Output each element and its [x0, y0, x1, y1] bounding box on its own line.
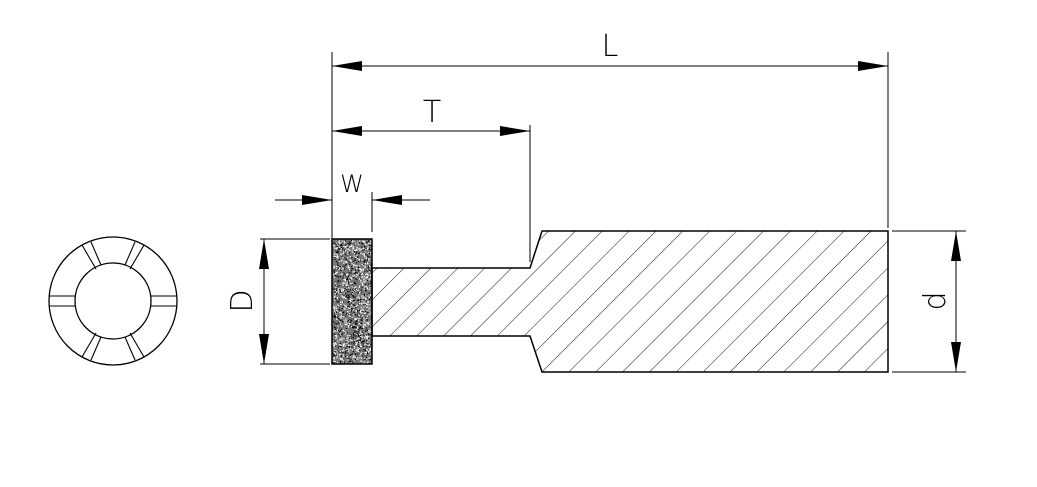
end-view-segment-slots [49, 241, 177, 361]
abrasive-texture [333, 240, 373, 365]
dimension-t-label: T [423, 95, 441, 130]
end-view-inner-circle [74, 262, 152, 340]
dimension-d-shank: d [918, 231, 961, 372]
end-view [48, 236, 178, 366]
dimension-t: T [332, 95, 530, 136]
dimension-d-shank-label: d [918, 291, 953, 310]
dimension-w-label: W [340, 170, 364, 198]
dimension-w: W [275, 170, 430, 205]
dimension-d-wheel: D [225, 239, 269, 364]
end-view-outer-circle [48, 236, 178, 366]
abrasive-wheel [331, 238, 373, 365]
shank [371, 230, 889, 373]
dimension-l-label: L [602, 29, 619, 64]
dimension-l: L [332, 29, 888, 71]
dimension-d-wheel-label: D [225, 289, 260, 312]
